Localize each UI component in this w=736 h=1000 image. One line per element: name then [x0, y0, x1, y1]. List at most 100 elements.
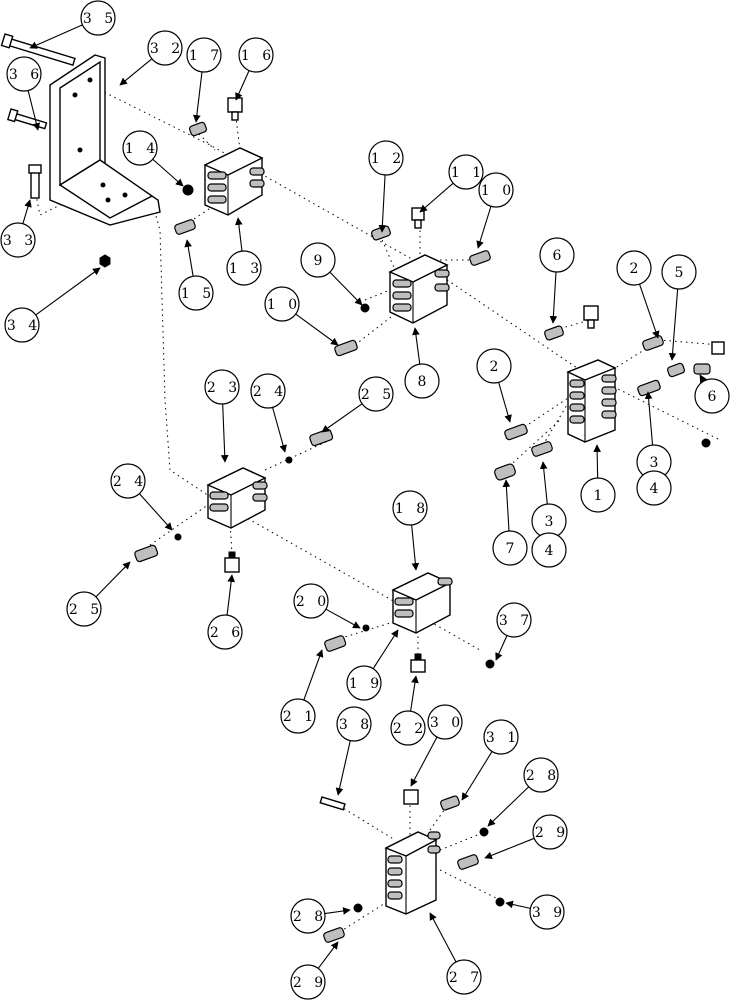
- callout-circle: [300, 242, 336, 278]
- callout-circle: [531, 532, 567, 568]
- callout-label: 2 5: [361, 387, 395, 403]
- callout-label: 1 1: [451, 165, 485, 181]
- callout-14: 9: [300, 242, 363, 306]
- callout-circle: [616, 250, 652, 286]
- callout-leader-arrow: [119, 58, 153, 86]
- callout-leader-arrow: [410, 675, 419, 712]
- callout-circle: [580, 477, 616, 513]
- callout-circle: [4, 307, 40, 343]
- callout-label: 7: [506, 541, 519, 557]
- callout-label: 1 9: [349, 676, 383, 692]
- callout-circle: [346, 665, 382, 701]
- callout-circle: [186, 37, 222, 73]
- callout-circle: [446, 959, 482, 995]
- callout-46: 3 9: [505, 894, 565, 930]
- callout-label: 2: [630, 261, 643, 277]
- callout-leader-arrow: [412, 327, 421, 365]
- callout-leader-arrow: [593, 444, 601, 479]
- callout-leader-arrow: [272, 407, 287, 453]
- callout-leader-arrow: [378, 174, 387, 233]
- callout-label: 3 6: [9, 67, 43, 83]
- callout-label: 1 0: [481, 183, 515, 199]
- callout-label: 2 9: [535, 825, 569, 841]
- callout-circle: [204, 369, 240, 405]
- callout-circle: [694, 378, 730, 414]
- callout-39: 2 2: [390, 675, 427, 746]
- callout-circle: [523, 757, 559, 793]
- callout-circle: [390, 710, 426, 746]
- callout-leader-arrow: [324, 907, 351, 915]
- callout-label: 3 7: [499, 613, 533, 629]
- callout-leader-arrow: [487, 786, 530, 827]
- callout-leader-arrow: [303, 649, 324, 701]
- callout-label: 9: [314, 253, 327, 269]
- callout-label: 1 4: [125, 141, 159, 157]
- callout-label: 2 6: [210, 625, 244, 641]
- callout-8: 1 3: [226, 217, 263, 286]
- callout-circle: [226, 250, 262, 286]
- callout-30: 2 5: [321, 376, 395, 433]
- callout-circle: [264, 286, 300, 322]
- callout-label: 1 6: [241, 48, 275, 64]
- callout-leader-arrow: [419, 182, 454, 213]
- callout-circle: [539, 237, 575, 273]
- fittings-8-group: [334, 207, 491, 357]
- callout-label: 2 2: [393, 721, 427, 737]
- callout-label: 2 8: [526, 768, 560, 784]
- callout-22: 3: [636, 391, 672, 480]
- callout-48: 2 7: [429, 912, 482, 995]
- callout-leader-arrow: [498, 382, 512, 423]
- callout-circle: [250, 373, 286, 409]
- fittings-13-group: [174, 97, 243, 235]
- callout-11: 1 2: [368, 140, 405, 233]
- callout-16: 8: [404, 327, 440, 399]
- callout-label: 2 3: [207, 380, 241, 396]
- callout-leader-arrow: [95, 561, 131, 598]
- callout-leader-arrow: [192, 71, 203, 123]
- callout-label: 2 4: [113, 474, 147, 490]
- callout-leader-arrow: [138, 493, 173, 531]
- callout-leader-arrow: [495, 635, 508, 661]
- valve-block-13: [203, 147, 265, 216]
- callout-circle: [290, 898, 326, 934]
- callout-leader-arrow: [502, 479, 511, 532]
- fittings-1-group: [494, 305, 725, 481]
- valve-block-27: [384, 831, 441, 915]
- callout-leader-arrow: [27, 90, 41, 131]
- callout-label: 1 2: [371, 151, 405, 167]
- callout-leader-arrow: [235, 217, 243, 252]
- callout-31: 2 4: [110, 463, 173, 531]
- callout-15: 1 0: [264, 286, 339, 346]
- callout-18: 2: [616, 250, 660, 339]
- callout-43: 2 8: [487, 757, 560, 827]
- callout-circle: [427, 704, 463, 740]
- callout-20: 2: [476, 348, 512, 423]
- callout-label: 8: [418, 374, 431, 390]
- callout-41: 3 0: [410, 704, 464, 787]
- callout-label: 5: [675, 265, 688, 281]
- callout-leader-arrow: [226, 574, 235, 616]
- callout-label: 3 1: [486, 730, 520, 746]
- callout-label: 2 8: [293, 909, 327, 925]
- callout-circle: [496, 602, 532, 638]
- callout-circle: [483, 719, 519, 755]
- callout-label: 2 9: [293, 975, 327, 991]
- callout-44: 2 9: [484, 814, 569, 860]
- callout-circle: [636, 470, 672, 506]
- callout-27: 4: [531, 532, 567, 568]
- callout-label: 3 0: [430, 715, 464, 731]
- callout-label: 6: [553, 248, 566, 264]
- callout-circle: [368, 140, 404, 176]
- callout-leader-arrow: [461, 751, 493, 801]
- callout-circle: [147, 30, 183, 66]
- callout-34: 1 8: [392, 490, 428, 571]
- fittings-18-group: [324, 624, 495, 673]
- callout-25: 7: [492, 479, 528, 566]
- callout-circle: [66, 591, 102, 627]
- callout-leader-arrow: [411, 524, 420, 571]
- callout-17: 6: [539, 237, 575, 324]
- callout-label: 1 3: [229, 261, 263, 277]
- callout-leader-arrow: [29, 24, 83, 49]
- callout-circle: [6, 56, 42, 92]
